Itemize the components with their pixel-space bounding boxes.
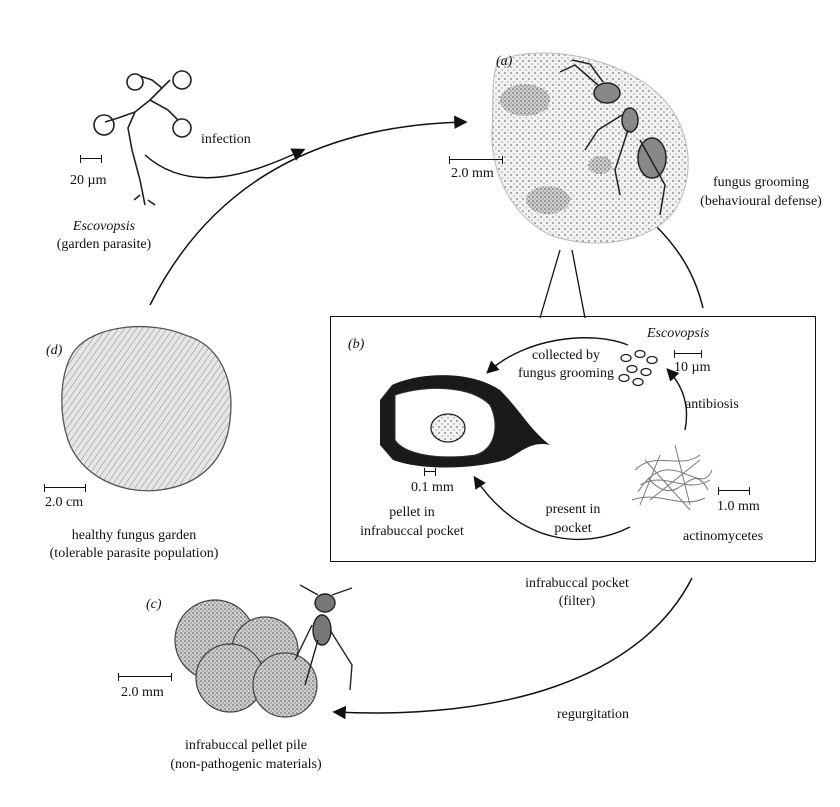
zoom-line-left bbox=[539, 249, 561, 319]
arrow-present bbox=[473, 475, 631, 541]
label-regurgitation: regurgitation bbox=[557, 707, 630, 722]
panel-c-pellet-pile-drawing bbox=[174, 599, 318, 718]
panel-d-label-1: healthy fungus garden bbox=[71, 528, 197, 543]
panel-b-pellet-1: pellet in bbox=[389, 505, 435, 520]
panel-c-scale-bar bbox=[118, 673, 172, 681]
panel-b-collected-2: fungus grooming bbox=[517, 366, 615, 381]
panel-a-garden-drawing bbox=[491, 52, 689, 244]
panel-d-label-2: (tolerable parasite population) bbox=[49, 546, 219, 561]
panel-b-escovopsis-name: Escovopsis bbox=[647, 326, 710, 341]
arrow-collected bbox=[486, 337, 629, 374]
panel-label-d: (d) bbox=[46, 343, 63, 358]
arrow-d-to-a bbox=[149, 115, 468, 306]
panel-d-scale-label: 2.0 cm bbox=[45, 495, 84, 510]
panel-b-antibiosis: antibiosis bbox=[685, 397, 739, 412]
panel-b-pellet-scale-label: 0.1 mm bbox=[411, 480, 454, 495]
panel-a-ant-drawing bbox=[559, 59, 667, 216]
label-infrabuccal-1: infrabuccal pocket bbox=[525, 576, 629, 591]
escovopsis-conidiophore-drawing bbox=[93, 70, 192, 206]
panel-c-label-2: (non-pathogenic materials) bbox=[170, 757, 322, 772]
panel-b-pellet-2: infrabuccal pocket bbox=[360, 524, 464, 539]
panel-a-scale-bar bbox=[449, 156, 503, 164]
panel-label-b: (b) bbox=[348, 337, 365, 352]
panel-b-inset-box bbox=[330, 316, 816, 562]
panel-c-label-1: infrabuccal pellet pile bbox=[184, 738, 308, 753]
arrow-a-down bbox=[654, 224, 704, 309]
panel-b-ant-head-drawing bbox=[380, 375, 550, 468]
panel-b-present-1: present in bbox=[545, 502, 601, 517]
arrow-infection bbox=[144, 148, 306, 179]
label-infection: infection bbox=[201, 132, 251, 147]
escovopsis-name: Escovopsis bbox=[72, 219, 136, 234]
panel-c-scale-label: 2.0 mm bbox=[121, 685, 164, 700]
panel-label-c: (c) bbox=[146, 597, 162, 612]
panel-b-spores-drawing bbox=[618, 349, 658, 387]
label-fungus-grooming-1: fungus grooming bbox=[712, 175, 810, 190]
escovopsis-scale-label: 20 µm bbox=[70, 173, 107, 188]
label-fungus-grooming-2: (behavioural defense) bbox=[700, 194, 822, 209]
arrow-antibiosis bbox=[666, 368, 688, 431]
zoom-line-right bbox=[571, 249, 586, 319]
panel-d-fungus-garden-drawing bbox=[61, 326, 232, 492]
panel-label-a: (a) bbox=[496, 54, 513, 69]
panel-b-actino-scale-bar bbox=[718, 487, 750, 495]
panel-b-actino-scale-label: 1.0 mm bbox=[717, 499, 760, 514]
label-infrabuccal-2: (filter) bbox=[558, 594, 596, 609]
escovopsis-scale-bar bbox=[80, 155, 102, 163]
panel-b-spore-scale-bar bbox=[674, 350, 702, 358]
panel-b-actinomycetes-drawing bbox=[631, 444, 713, 511]
panel-a-scale-label: 2.0 mm bbox=[451, 166, 494, 181]
panel-d-scale-bar bbox=[44, 484, 86, 492]
panel-b-collected-1: collected by bbox=[531, 348, 601, 363]
arrow-to-c bbox=[332, 577, 693, 720]
panel-b-spore-scale-label: 10 µm bbox=[674, 360, 711, 375]
panel-b-pellet-scale-bar bbox=[424, 468, 436, 476]
panel-b-actinomycetes: actinomycetes bbox=[683, 529, 764, 544]
escovopsis-role: (garden parasite) bbox=[56, 237, 152, 252]
panel-c-ant-drawing bbox=[294, 584, 353, 691]
panel-b-present-2: pocket bbox=[554, 521, 592, 536]
